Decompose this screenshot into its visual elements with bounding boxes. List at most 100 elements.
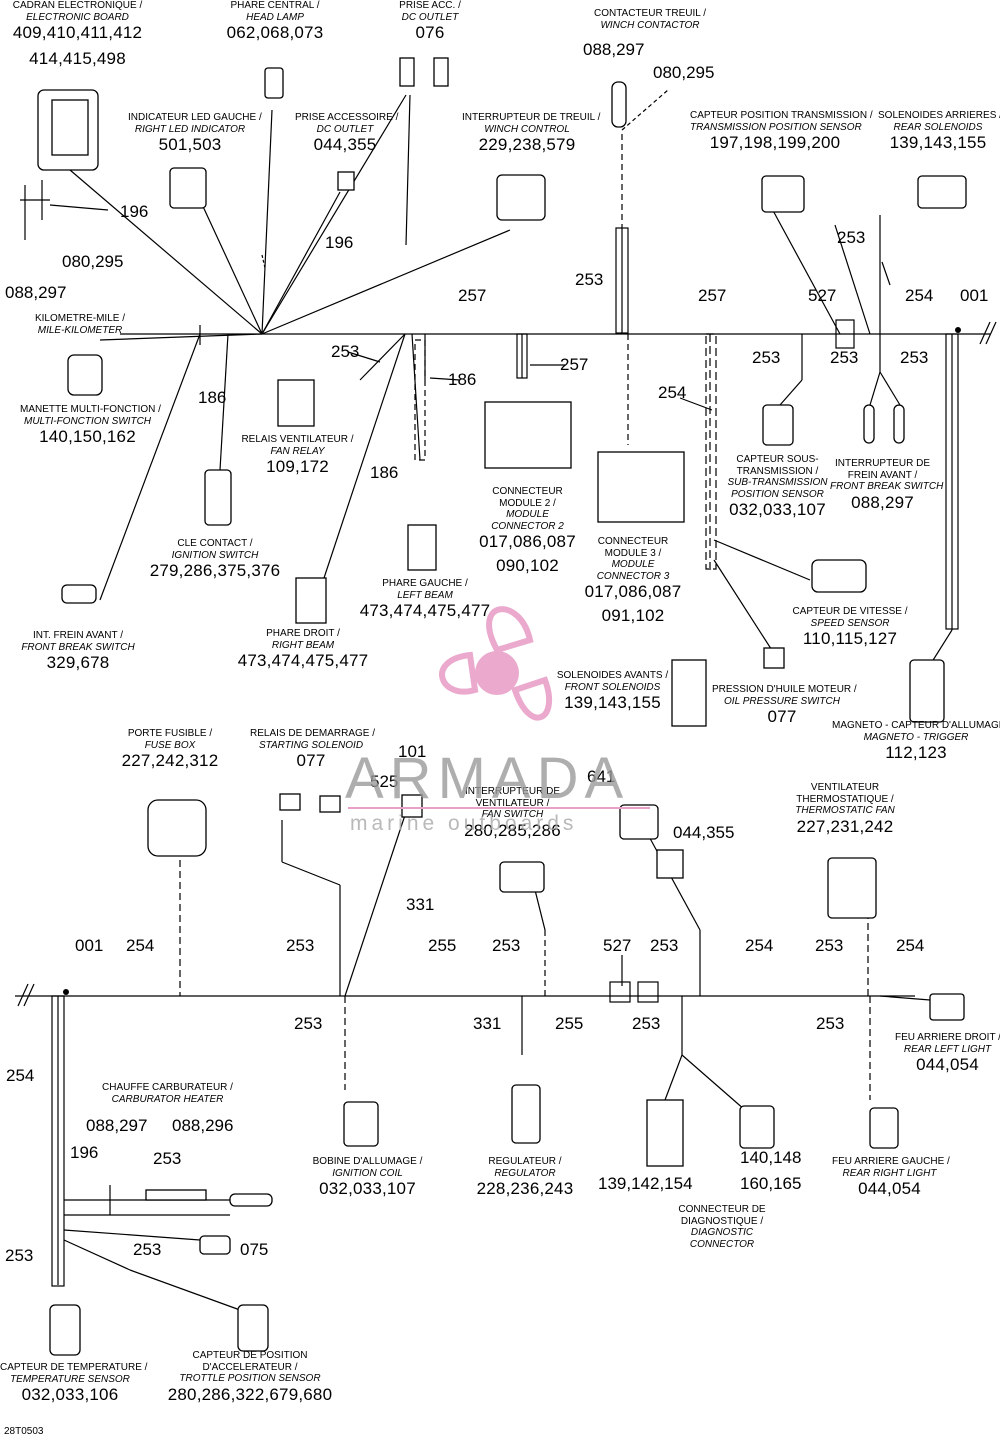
wire-ref: 001	[960, 286, 989, 305]
starting-solenoid-icon	[279, 793, 301, 811]
label-en: SUB-TRANSMISSION	[727, 477, 828, 488]
label-fr: RELAIS VENTILATEUR /	[241, 434, 354, 445]
diagnostic-ref-a: 139,142,154	[598, 1174, 693, 1193]
label-en: WINCH CONTROL	[484, 123, 570, 135]
carburator-heater-label: CHAUFFE CARBURATEUR / CARBURATOR HEATER	[100, 1082, 235, 1105]
thermostatic-fan-icon	[827, 857, 877, 919]
mile-km-label: KILOMETRE-MILE / MILE-KILOMETER	[25, 313, 135, 336]
diagnostic-connector-label: CONNECTEUR DE DIAGNOSTIQUE / DIAGNOSTIC …	[672, 1204, 772, 1250]
label-en: FAN SWITCH	[481, 809, 544, 820]
wire-ref: 253	[632, 1014, 661, 1033]
label-en: MILE-KILOMETER	[37, 324, 123, 336]
part-ref: 032,033,107	[729, 500, 826, 519]
label-fr: SOLENOIDES AVANTS /	[556, 670, 669, 681]
throttle-position-sensor-icon	[237, 1304, 269, 1352]
part-ref: 017,086,087	[584, 582, 682, 601]
wire-ref: 196	[120, 202, 149, 221]
dc-outlet-bottom-icon	[656, 849, 684, 879]
wire-ref: 527	[603, 936, 632, 955]
wire-ref: 186	[448, 370, 477, 389]
wire-ref: 253	[331, 342, 360, 361]
fan-relay-icon	[277, 379, 315, 427]
label-en: TRANSMISSION POSITION SENSOR	[690, 121, 862, 133]
label-fr: INT. FREIN AVANT /	[32, 630, 123, 641]
magneto-trigger-icon	[909, 659, 945, 723]
part-ref: 112,123	[885, 743, 947, 762]
thermostatic-fan-label: VENTILATEUR THERMOSTATIQUE / THERMOSTATI…	[790, 782, 900, 836]
label-en: ELECTRONIC BOARD	[26, 11, 129, 23]
oil-pressure-label: PRESSION D'HUILE MOTEUR / OIL PRESSURE S…	[712, 684, 857, 727]
label-en: REAR LEFT LIGHT	[903, 1043, 992, 1055]
heater-element-icon	[145, 1189, 207, 1201]
wire-ref: 254	[905, 286, 934, 305]
speed-sensor-icon	[811, 559, 867, 593]
wire-ref: 253	[153, 1149, 182, 1168]
watermark-brand: ARMADA	[345, 746, 630, 811]
wire-ref: 253	[815, 936, 844, 955]
starting-solenoid-label: RELAIS DE DEMARRAGE / STARTING SOLENOID …	[250, 728, 375, 771]
dc-outlet-plug-icon	[399, 57, 415, 87]
label-fr: VENTILATEUR /	[475, 797, 550, 809]
wire-ref: 186	[198, 388, 227, 407]
head-lamp-connector-icon	[264, 67, 284, 99]
part-ref: 110,115,127	[802, 629, 898, 648]
label-fr: PHARE GAUCHE /	[382, 578, 468, 589]
winch-control-icon	[496, 174, 546, 221]
sub-transmission-sensor-label: CAPTEUR SOUS- TRANSMISSION / SUB-TRANSMI…	[720, 454, 835, 520]
label-en: LEFT BEAM	[397, 589, 453, 601]
wire-ref: 101	[398, 742, 427, 761]
label-en: CARBURATOR HEATER	[111, 1093, 224, 1105]
part-ref: 109,172	[266, 457, 329, 476]
label-fr: MODULE 2 /	[499, 497, 556, 509]
label-fr: CAPTEUR POSITION TRANSMISSION /	[690, 110, 873, 121]
wire-ref: 255	[428, 936, 457, 955]
rear-solenoids-label: SOLENOIDES ARRIERES / REAR SOLENOIDS 139…	[878, 110, 1000, 153]
oil-pressure-switch-icon	[763, 647, 785, 669]
part-ref: 139,143,155	[564, 693, 661, 712]
right-beam-icon	[295, 577, 327, 624]
head-lamp-label: PHARE CENTRAL / HEAD LAMP 062,068,073	[215, 0, 335, 43]
temperature-sensor-icon	[49, 1304, 81, 1356]
diagnostic-connector-b-icon	[739, 1105, 775, 1149]
multi-function-switch-label: MANETTE MULTI-FONCTION / MULTI-FONCTION …	[20, 404, 161, 447]
rear-left-light-icon	[929, 993, 965, 1021]
label-en: WINCH CONTACTOR	[600, 19, 700, 31]
label-fr: INTERRUPTEUR DE	[464, 786, 560, 797]
ignition-switch-label: CLE CONTACT / IGNITION SWITCH 279,286,37…	[140, 538, 290, 581]
label-en: MAGNETO - TRIGGER	[863, 731, 969, 743]
right-beam-label: PHARE DROIT / RIGHT BEAM 473,474,475,477	[228, 628, 378, 671]
right-led-connector-icon	[169, 167, 207, 209]
wire-ref: 331	[473, 1014, 502, 1033]
label-en: THERMOSTATIC FAN	[795, 805, 895, 816]
diagnostic-connector-a-icon	[646, 1099, 684, 1167]
wire-ref: 075	[240, 1240, 269, 1259]
label-en: IGNITION COIL	[332, 1167, 403, 1179]
label-en: FRONT BREAK SWITCH	[830, 481, 944, 492]
module-connector-2-icon	[484, 401, 572, 469]
front-solenoids-label: SOLENOIDES AVANTS / FRONT SOLENOIDS 139,…	[555, 670, 670, 713]
front-solenoids-icon	[671, 659, 707, 727]
wire-ref: 255	[555, 1014, 584, 1033]
part-ref: 091,102	[601, 605, 665, 625]
ignition-switch-icon	[204, 469, 232, 526]
wire-ref: 253	[900, 348, 929, 367]
part-ref: 077	[296, 751, 326, 770]
wire-ref: 253	[752, 348, 781, 367]
wire-ref: 253	[650, 936, 679, 955]
label-en: DC OUTLET	[401, 11, 459, 23]
wire-ref: 254	[896, 936, 925, 955]
part-ref: 139,143,155	[889, 133, 987, 152]
label-fr: CONNECTEUR DE	[678, 1204, 766, 1215]
label-fr: DIAGNOSTIQUE /	[680, 1215, 764, 1227]
label-fr: CHAUFFE CARBURATEUR /	[102, 1082, 233, 1093]
label-fr: CAPTEUR SOUS-	[736, 454, 819, 465]
wire-ref: 257	[560, 355, 589, 374]
fuse-box-icon	[147, 799, 207, 857]
diagnostic-ref-b1: 140,148	[740, 1148, 802, 1167]
label-fr: SOLENOIDES ARRIERES /	[878, 110, 1000, 121]
label-fr: PHARE CENTRAL /	[230, 0, 320, 11]
carburator-heater-plug-icon	[199, 1235, 231, 1255]
wire-ref: 253	[5, 1246, 34, 1265]
label-fr: CONNECTEUR	[492, 486, 563, 497]
